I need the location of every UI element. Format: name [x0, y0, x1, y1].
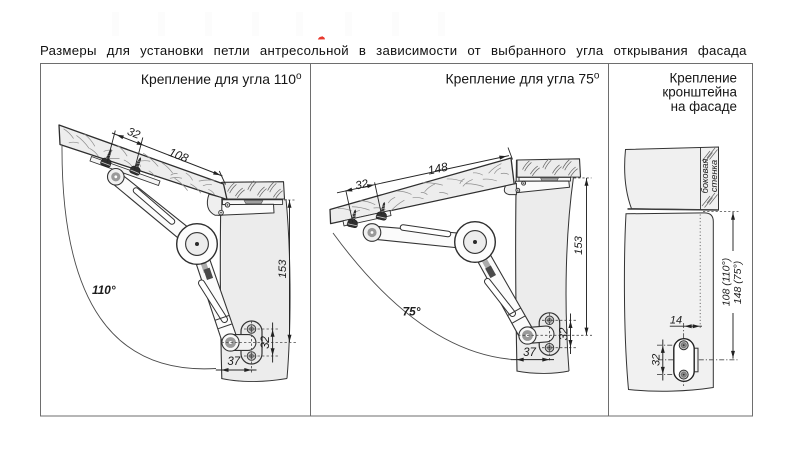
svg-text:32: 32: [260, 336, 272, 349]
svg-text:14: 14: [670, 315, 682, 327]
svg-text:Крепление для угла 110о: Крепление для угла 110о: [141, 71, 302, 87]
svg-text:Крепление для угла 75о: Крепление для угла 75о: [446, 71, 600, 87]
svg-text:стенка: стенка: [709, 160, 719, 192]
svg-text:32: 32: [354, 178, 370, 193]
svg-text:кронштейна: кронштейна: [662, 85, 737, 100]
svg-text:Крепление: Крепление: [669, 70, 737, 85]
svg-text:32: 32: [125, 126, 142, 142]
svg-text:153: 153: [573, 235, 585, 254]
svg-text:боковая: боковая: [700, 159, 710, 194]
svg-text:32: 32: [651, 354, 663, 366]
svg-text:153: 153: [277, 259, 289, 278]
svg-text:148 (75°): 148 (75°): [732, 261, 744, 304]
svg-text:108 (110°): 108 (110°): [721, 258, 733, 306]
svg-text:148: 148: [427, 160, 450, 178]
svg-text:75°: 75°: [403, 305, 421, 319]
svg-text:на фасаде: на фасаде: [671, 99, 737, 114]
svg-text:110°: 110°: [92, 283, 116, 297]
svg-text:37: 37: [523, 347, 536, 359]
svg-text:37: 37: [227, 356, 240, 368]
svg-text:32: 32: [558, 327, 570, 340]
svg-text:108: 108: [167, 145, 191, 165]
svg-text:Размеры для установки петли: Размеры для установки петли антресольной…: [40, 43, 747, 58]
